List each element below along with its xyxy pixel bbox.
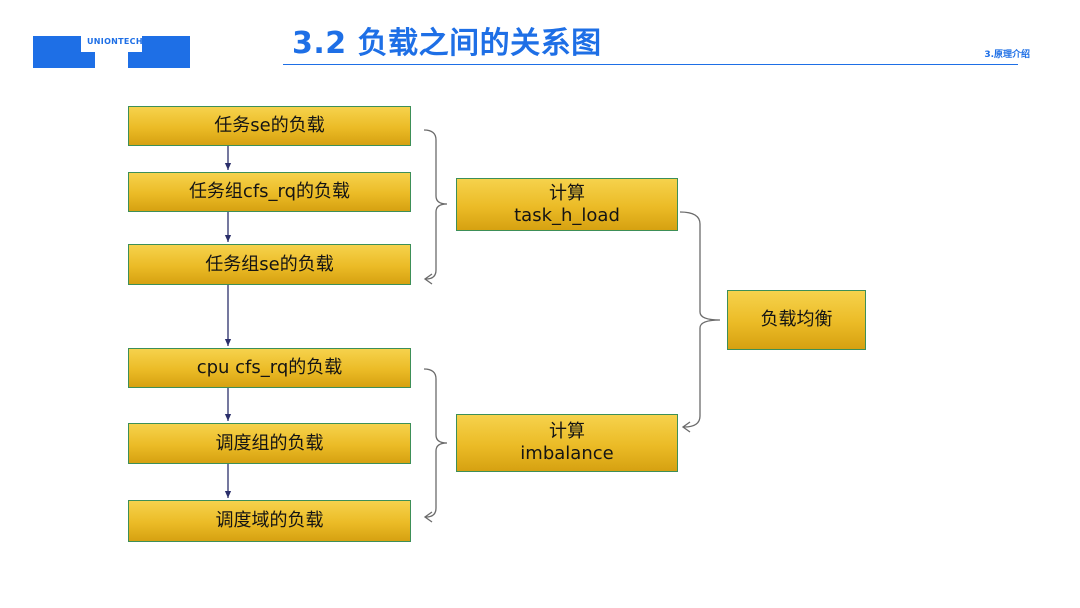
logo-block-right-notch [128,52,142,68]
logo-block-left [33,36,81,68]
box-calc-task-h-load: 计算 task_h_load [456,178,678,231]
section-tag: 3.原理介绍 [984,50,1030,60]
brace-top [423,129,448,280]
box-cpu-cfsrq-load: cpu cfs_rq的负载 [128,348,411,388]
page-title: 3.2 负载之间的关系图 [292,26,602,61]
box-task-group-cfsrq-load: 任务组cfs_rq的负载 [128,172,411,212]
brace-right-arrowhead [681,421,691,433]
logo-text: UNIONTECH [87,37,143,46]
header-divider [283,64,1018,65]
box-task-group-se-load-label: 任务组se的负载 [205,253,334,275]
box-task-se-load: 任务se的负载 [128,106,411,146]
box-task-group-se-load: 任务组se的负载 [128,244,411,285]
box-sched-domain-load: 调度域的负载 [128,500,411,542]
box-load-balance-label: 负载均衡 [760,309,833,331]
box-task-se-load-label: 任务se的负载 [214,115,325,137]
logo-block-right [142,36,190,68]
box-cpu-cfsrq-load-label: cpu cfs_rq的负载 [196,357,343,379]
brace-bottom-arrowhead [423,511,433,523]
brace-bottom [423,368,448,518]
brace-top-arrowhead [423,273,433,285]
box-sched-group-load-label: 调度组的负载 [215,432,324,454]
calc-imbalance-line2: imbalance [520,443,614,464]
uniontech-logo: UNIONTECH [33,36,190,68]
box-sched-group-load: 调度组的负载 [128,423,411,464]
box-calc-imbalance: 计算 imbalance [456,414,678,472]
calc-task-h-load-line2: task_h_load [514,204,620,226]
box-sched-domain-load-label: 调度域的负载 [215,510,324,532]
calc-imbalance-line1: 计算 [549,421,585,443]
brace-right [679,211,721,428]
box-task-group-cfsrq-load-label: 任务组cfs_rq的负载 [188,181,351,203]
logo-block-left-notch [81,52,95,68]
calc-task-h-load-line1: 计算 [549,182,585,204]
box-load-balance: 负载均衡 [727,290,866,350]
